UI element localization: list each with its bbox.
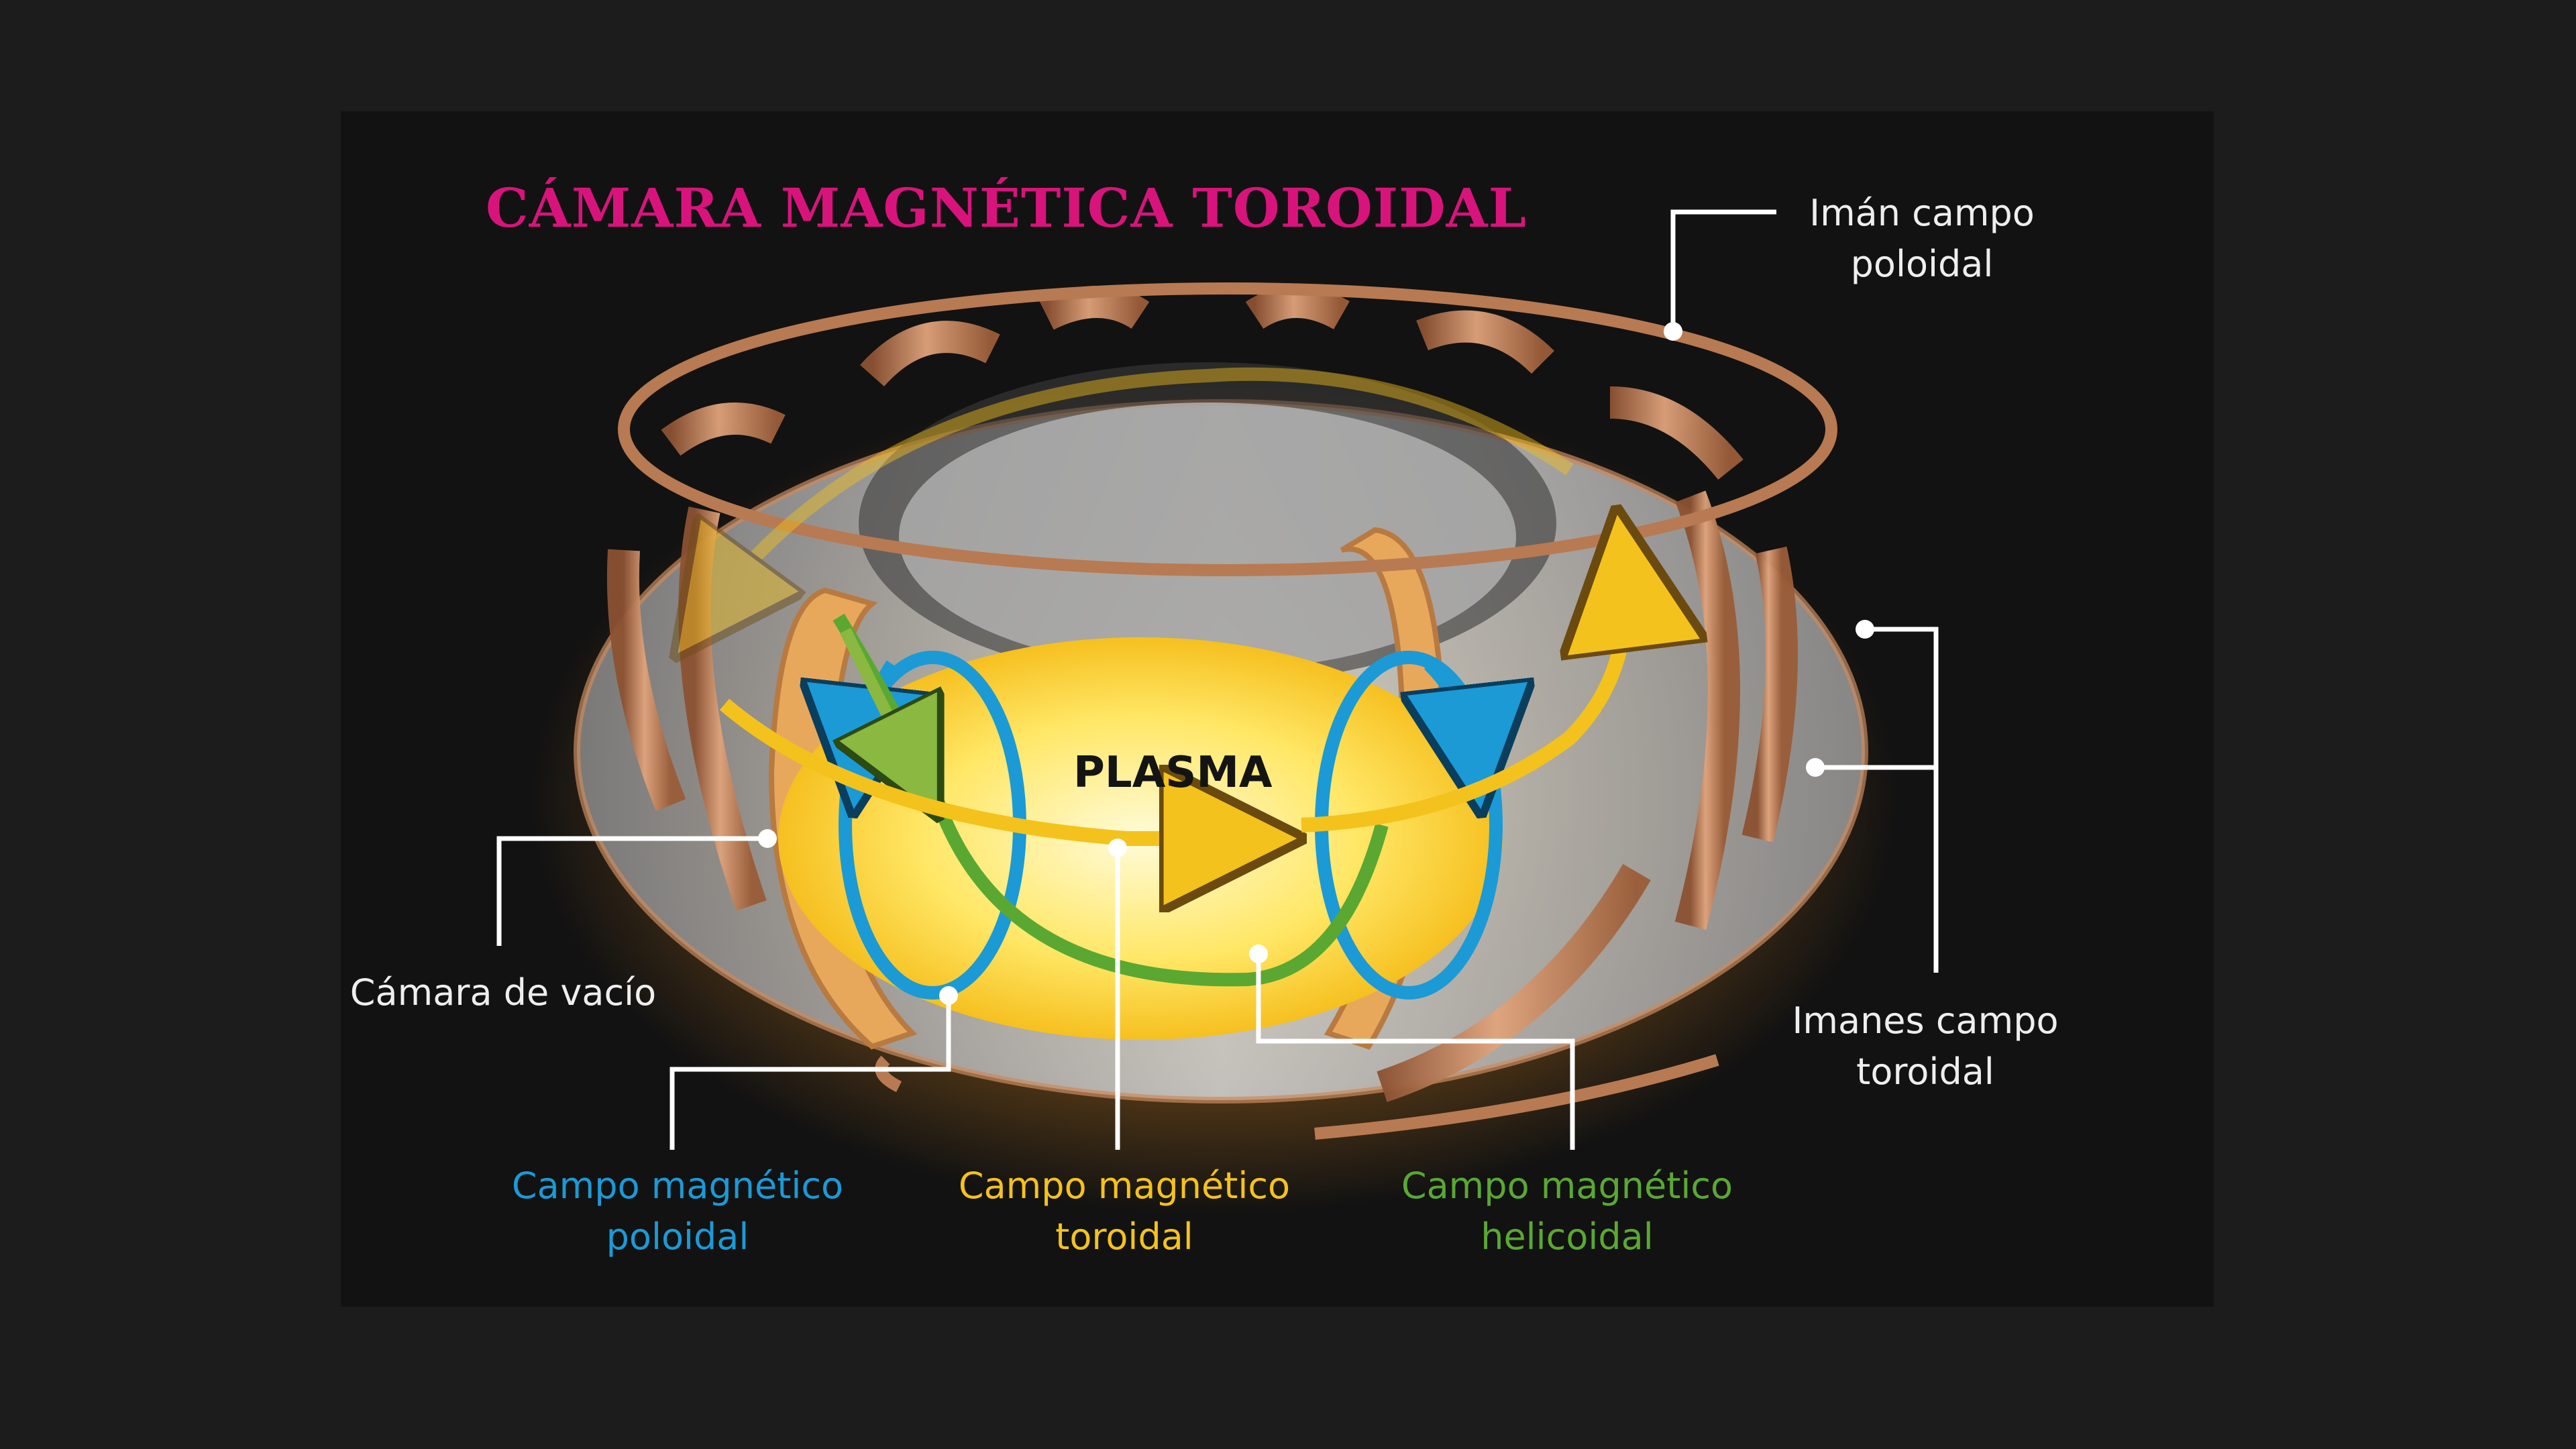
label-poloidal-magnet: Imán campo poloidal [1809,192,2035,285]
label-poloidal-field: Campo magnético poloidal [511,1165,844,1258]
callout-dots [758,322,1874,1005]
toroidal-field-arrows [719,564,1625,839]
plasma-label: PLASMA [1073,748,1273,798]
label-toroidal-magnets: Imanes campo toroidal [1792,1000,2059,1093]
label-vacuum-chamber: Cámara de vacío [350,971,657,1014]
diagram-title: CÁMARA MAGNÉTICA TOROIDAL [486,176,1527,239]
label-helical-field: Campo magnético helicoidal [1401,1165,1733,1258]
callout-lines [496,209,1939,1150]
label-toroidal-field: Campo magnético toroidal [958,1165,1291,1258]
poloidal-magnet-ring [618,282,1837,576]
